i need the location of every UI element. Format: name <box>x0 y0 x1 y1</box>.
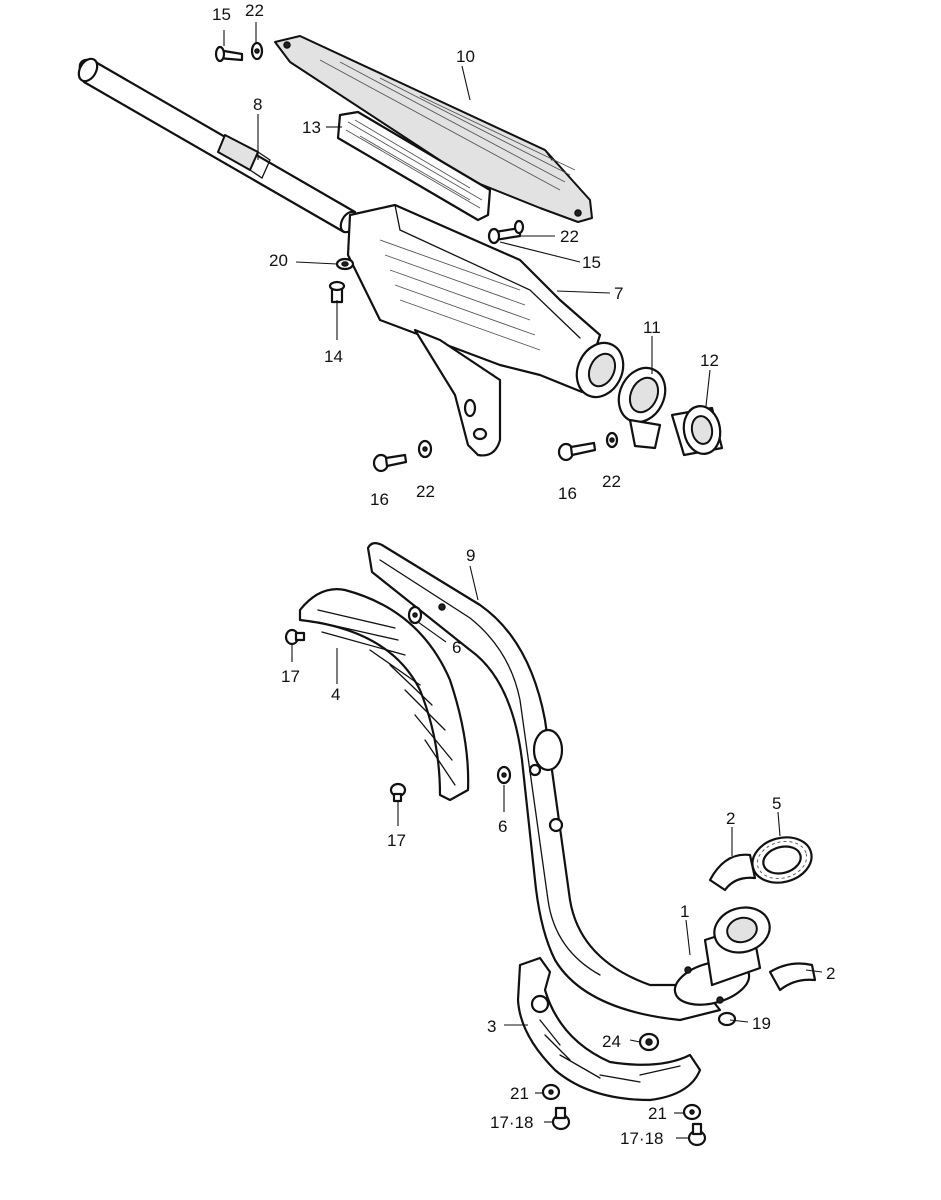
callout-11: 11 <box>643 318 661 337</box>
callout-14: 14 <box>324 347 343 366</box>
washer-24 <box>638 1032 660 1052</box>
callout-9: 9 <box>466 546 475 565</box>
joint-collar <box>670 405 724 457</box>
bolt-17-lower <box>389 782 407 803</box>
washer-22-left <box>417 439 433 459</box>
callout-17-18: 17·18 <box>620 1129 663 1148</box>
nut-6-upper <box>407 605 423 625</box>
bolt-17-upper <box>284 628 306 646</box>
muffler-body <box>346 203 625 399</box>
tail-pipe <box>77 57 359 234</box>
washer-21-right <box>682 1103 702 1121</box>
bolt-15-top <box>214 45 244 63</box>
bolt-14 <box>328 280 346 304</box>
callout-21: 21 <box>510 1084 529 1103</box>
leader-lines <box>223 22 823 1139</box>
nut-6-lower <box>496 765 512 785</box>
callout-6: 6 <box>452 638 461 657</box>
bolt-17-18-left <box>551 1106 571 1131</box>
muffler-mount-bracket <box>413 328 502 457</box>
callout-22: 22 <box>245 1 264 20</box>
split-collet-lower <box>768 962 817 992</box>
callout-4: 4 <box>331 685 340 704</box>
callout-16: 16 <box>370 490 389 509</box>
callout-13: 13 <box>302 118 321 137</box>
bolt-15-right <box>487 226 522 245</box>
bolt-16-right <box>557 441 597 462</box>
split-collet-upper <box>708 853 757 892</box>
bolt-17-18-right <box>687 1122 707 1147</box>
heat-insulator-plate <box>336 110 492 222</box>
callout-22: 22 <box>602 472 621 491</box>
callout-labels: 15 22 10 8 13 22 15 20 7 14 11 12 16 22 … <box>212 1 835 1148</box>
callout-16: 16 <box>558 484 577 503</box>
washer-22-lower <box>605 431 619 449</box>
exhaust-pipe <box>366 541 722 1022</box>
pipe-clamp <box>617 366 667 450</box>
callout-7: 7 <box>614 284 623 303</box>
callout-17: 17 <box>387 831 406 850</box>
washer-21-left <box>541 1083 561 1101</box>
callout-21: 21 <box>648 1104 667 1123</box>
pipe-protector-lower <box>516 956 702 1102</box>
washer-22-right <box>513 219 525 235</box>
callout-12: 12 <box>700 351 719 370</box>
callout-1: 1 <box>680 902 689 921</box>
callout-6: 6 <box>498 817 507 836</box>
callout-10: 10 <box>456 47 475 66</box>
callout-15: 15 <box>582 253 601 272</box>
callout-15: 15 <box>212 5 231 24</box>
callout-24: 24 <box>602 1032 621 1051</box>
callout-17-18: 17·18 <box>490 1113 533 1132</box>
callout-22: 22 <box>560 227 579 246</box>
heat-shield-cover <box>274 35 593 223</box>
washer-20 <box>335 257 355 271</box>
nut-19 <box>717 1011 737 1027</box>
exhaust-flange <box>673 906 771 1006</box>
callout-2: 2 <box>826 964 835 983</box>
callout-5: 5 <box>772 794 781 813</box>
washer-22-top <box>250 41 264 61</box>
gasket-ring <box>751 836 813 884</box>
callout-2: 2 <box>726 809 735 828</box>
bolt-16-left <box>372 453 408 473</box>
callout-19: 19 <box>752 1014 771 1033</box>
callout-17: 17 <box>281 667 300 686</box>
callout-3: 3 <box>487 1017 496 1036</box>
callout-8: 8 <box>253 95 262 114</box>
callout-22: 22 <box>416 482 435 501</box>
callout-20: 20 <box>269 251 288 270</box>
pipe-protector-upper <box>298 588 470 802</box>
